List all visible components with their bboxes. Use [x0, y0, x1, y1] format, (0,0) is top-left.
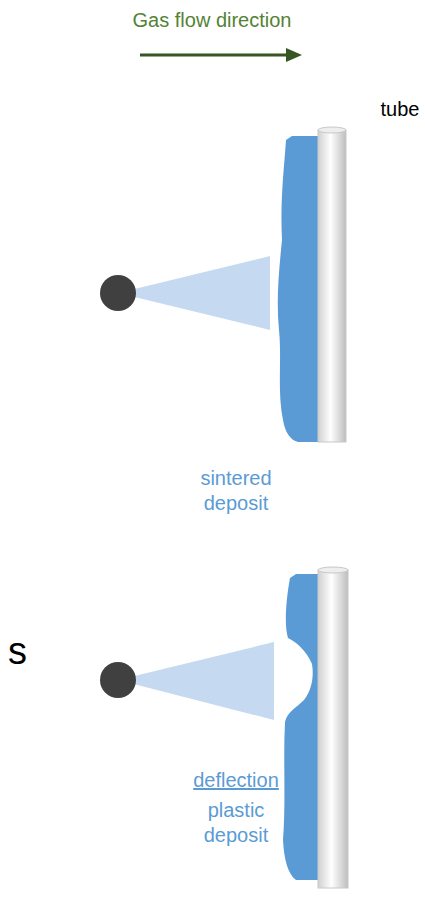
- deflection-label: deflection: [193, 768, 279, 793]
- flow-arrow: [140, 48, 302, 62]
- deposit-label: sintered deposit: [181, 466, 291, 516]
- cropped-letter: s: [8, 628, 27, 676]
- flow-direction-label: Gas flow direction: [133, 8, 292, 33]
- deposit-label: plastic deposit: [191, 798, 281, 848]
- tube-label: tube: [381, 97, 420, 122]
- sintered-case: [100, 127, 346, 442]
- plastic-case: [100, 567, 348, 888]
